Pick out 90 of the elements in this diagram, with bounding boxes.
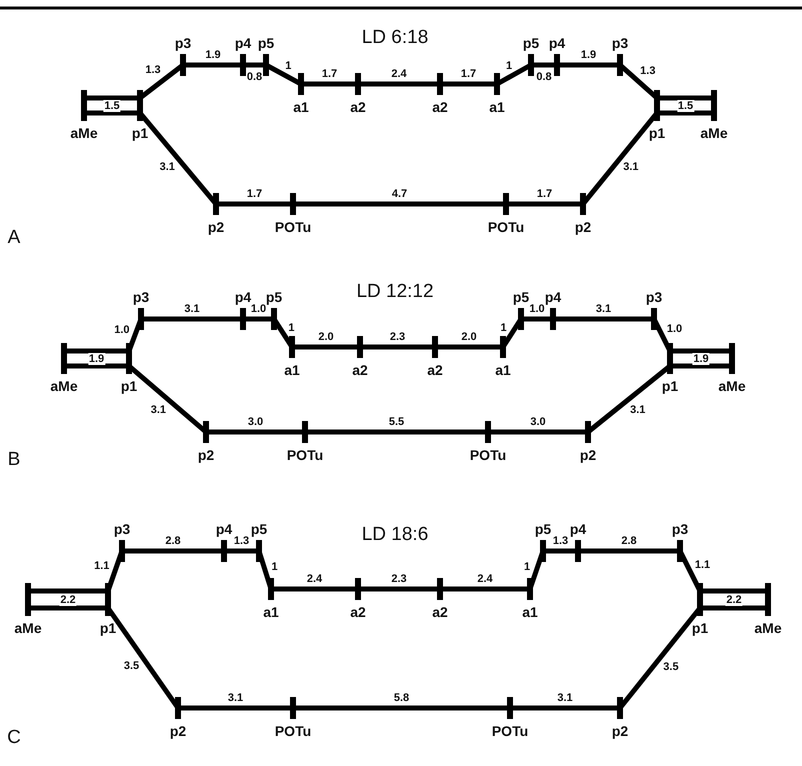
edge-label: 2.4 [306,573,324,585]
edge-label: 1.9 [204,49,222,61]
connector-line [243,62,266,68]
connector-line [358,82,440,86]
edge-label: 2.8 [164,535,182,547]
edge-label: 1 [270,560,279,573]
panel-title: LD 6:18 [362,27,428,49]
connector-line [183,62,243,68]
edge-label: 1.5 [103,100,121,112]
connector-line [358,586,440,592]
edge-label: 1.3 [552,535,570,547]
edge-label: 1 [505,60,514,72]
edge-label: 1.0 [250,303,266,315]
connector-line [531,62,557,68]
connector-line [178,706,293,710]
edge-label: 2.0 [317,331,335,343]
edge-label: 1.7 [536,188,554,200]
connector-line [440,586,530,592]
edge-label: 1 [522,560,532,573]
edge-label: 1.3 [639,65,656,78]
edge-label: 0.8 [535,71,553,83]
edge-label: 1.5 [676,100,694,112]
edge-label: 1 [284,60,292,72]
panel-title: LD 18:6 [362,524,428,546]
edge-label: 1.1 [93,560,110,572]
edge-label: 1.3 [232,535,250,547]
connector-line [224,548,259,554]
edge-label: 2.4 [390,68,408,80]
edge-label: 2.2 [725,594,743,606]
edge-label: 2.8 [620,535,638,547]
connector-line [553,316,654,322]
edge-label: 2.0 [460,331,478,343]
panel-letter: A [8,227,20,249]
connector-line [305,430,488,434]
edge-label: 3.1 [622,161,640,174]
connector-line [206,430,305,434]
edge-label: 1.7 [320,68,338,80]
connector-line [360,344,435,350]
edge-label: 2.4 [476,573,494,585]
edge-label: 1.7 [460,68,478,80]
edge-label: 4.7 [390,188,408,200]
connector-line [141,316,243,322]
connector-line [578,548,680,554]
edge-label: 3.1 [158,161,176,174]
connector-line [521,316,553,322]
edge-label: 0.8 [246,71,264,83]
edge-label: 3.0 [529,416,547,428]
edge-label: 1 [500,322,508,334]
connector-line [543,548,578,554]
edge-label: 1.9 [88,352,106,364]
edge-label: 3.5 [662,660,680,673]
edge-label: 2.3 [390,573,408,585]
connector-line [435,344,503,350]
connector-line [440,82,497,86]
panel-letter: B [8,449,20,471]
edge-label: 1.0 [529,303,546,315]
edge-label: 1.0 [113,324,131,336]
edge-label: 3.1 [594,303,612,315]
edge-label: 1.3 [144,64,162,76]
edge-label: 1.0 [666,322,684,335]
connector-line [510,706,620,710]
connector-line [301,82,358,86]
edge-label: 5.8 [392,692,410,704]
panel-title: LD 12:12 [356,281,434,303]
connector-line [557,62,620,68]
edge-label: 3.1 [556,692,574,704]
panel-letter: C [7,727,21,749]
edge-label: 1.7 [246,188,264,200]
edge-label: 1 [287,322,296,334]
edge-label: 3.1 [226,692,244,704]
edge-label: 3.5 [122,660,140,672]
edge-label: 2.3 [388,331,406,343]
edge-label: 1.9 [692,352,710,364]
edge-label: 3.0 [246,416,264,428]
edge-label: 5.5 [388,416,406,428]
connector-line [292,344,360,350]
edge-label: 3.1 [629,404,646,416]
connector-line [506,202,583,206]
edge-label: 2.2 [59,594,77,606]
connector-line [488,430,588,434]
connector-line [293,202,506,206]
connector-line [122,548,224,554]
edge-label: 1.1 [694,558,712,571]
edge-label: 3.1 [183,303,201,315]
connector-line [243,316,274,322]
connector-line [293,706,510,710]
edge-label: 3.1 [150,404,168,416]
edge-label: 1.9 [580,49,598,61]
connector-line [216,202,293,206]
connector-line [271,586,358,592]
